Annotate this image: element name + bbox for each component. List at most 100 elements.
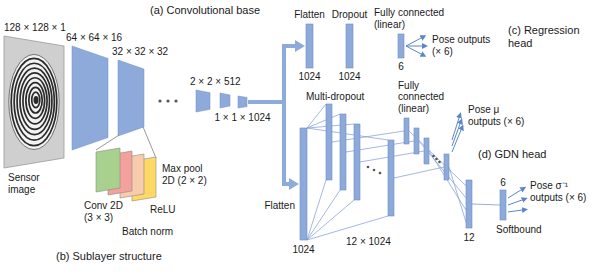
- layer-bar-face: [444, 154, 449, 180]
- layer-name: Flatten: [264, 200, 295, 212]
- layer-bar: 12: [466, 180, 472, 228]
- sensor-ring: [26, 83, 45, 119]
- feature-map-face: [72, 46, 108, 150]
- layer-bar-face: [388, 140, 394, 216]
- fork-arrow: [248, 46, 295, 102]
- layer-bar-outline: [466, 180, 472, 228]
- feature-map: 32 × 32 × 32: [118, 60, 144, 136]
- layer-bar-outline: [300, 128, 307, 240]
- panel-caption: (a) Convolutional base: [150, 4, 260, 17]
- layer-bar-face: [326, 104, 332, 180]
- sensor-image-outline: [4, 36, 64, 168]
- sublayer-label: ReLU: [150, 204, 176, 216]
- dropout-stack: Multi-dropout12 × 1024: [326, 104, 396, 216]
- output-label: Pose μ outputs (× 6): [468, 104, 534, 127]
- feature-map-outline: [72, 46, 108, 150]
- output-arrow: [406, 46, 422, 47]
- output-arrow: [406, 38, 421, 46]
- layer-bar: Softbound6: [500, 190, 506, 220]
- layer-bar-face: [414, 128, 419, 154]
- ellipsis-dot: [158, 99, 161, 102]
- ellipsis-dot: [432, 155, 435, 158]
- layer-bar: Dropout1024: [346, 24, 353, 68]
- sublayer-slice: Conv 2D (3 × 3): [96, 148, 120, 192]
- panel-caption: (c) Regression head: [508, 24, 588, 49]
- size-label: 1024: [338, 71, 360, 83]
- connection-lines: [307, 104, 388, 240]
- layer-bar-outline: [306, 24, 313, 68]
- feature-map-face: [196, 90, 210, 112]
- layer-bar: Flatten1024: [300, 128, 307, 240]
- dense-stack-outline: [404, 118, 454, 180]
- layer-bar-outline: [398, 34, 404, 58]
- dense-stack: Fully connected (linear): [404, 118, 454, 180]
- layer-name: Fully connected (linear): [374, 7, 454, 30]
- layer-bar-face: [404, 118, 409, 144]
- size-label: 1024: [298, 71, 320, 83]
- image-caption: Sensor image: [8, 172, 52, 195]
- layer-bar: Fully connected (linear)6: [398, 34, 404, 58]
- output-arrow: [508, 210, 522, 212]
- sublayer-label: Max pool 2D (2 × 2): [162, 163, 216, 186]
- sublayer-slice-outline: [96, 148, 120, 192]
- ellipsis-dot: [373, 169, 376, 172]
- output-label: Pose outputs (× 6): [432, 34, 498, 57]
- layer-bar-face: [300, 128, 307, 240]
- sensor-ring: [11, 58, 57, 145]
- dropout-stack-outline: [326, 104, 396, 216]
- dimension-label: 64 × 64 × 16: [66, 32, 122, 44]
- ellipsis-dot: [367, 166, 370, 169]
- feature-map: [220, 93, 230, 108]
- layer-name: Flatten: [294, 9, 325, 21]
- layer-bar-face: [346, 24, 353, 68]
- layer-bar-face: [500, 190, 506, 220]
- dimension-label: 128 × 128 × 1: [4, 22, 66, 34]
- sublayer-face: [108, 151, 132, 195]
- sensor-ring: [23, 78, 47, 124]
- output-arrow: [508, 190, 521, 198]
- feature-map-face: [118, 60, 144, 136]
- layer-bar-outline: [500, 190, 506, 220]
- layer-bar-face: [398, 34, 404, 58]
- sensor-centre: [34, 96, 39, 104]
- dimension-label: 32 × 32 × 32: [112, 46, 168, 58]
- sublayer-face: [120, 154, 144, 198]
- feature-map-outline: [196, 90, 210, 112]
- layer-name: Multi-dropout: [306, 91, 364, 103]
- sensor-ring: [17, 68, 52, 135]
- layer-bar-face: [466, 180, 472, 228]
- sensor-ring: [32, 92, 40, 107]
- feature-map-outline: [118, 60, 144, 136]
- layer-bar-face: [340, 114, 346, 190]
- layer-bar-outline: [346, 24, 353, 68]
- layer-bar-face: [354, 124, 360, 200]
- sensor-ring: [14, 63, 54, 140]
- panel-caption: (b) Sublayer structure: [56, 250, 162, 263]
- sensor-frame: [4, 36, 64, 168]
- sublayer-face: [132, 157, 156, 201]
- feature-map: 64 × 64 × 16: [72, 46, 108, 150]
- panel-caption: (d) GDN head: [478, 148, 546, 161]
- layer-name: Softbound: [496, 224, 542, 236]
- size-label: 1024: [292, 244, 314, 256]
- ellipsis-dot: [438, 161, 441, 164]
- sublayer-label: Batch norm: [122, 226, 173, 238]
- ellipsis-dot: [166, 99, 169, 102]
- size-label: 12: [463, 232, 474, 244]
- sensor-ring: [29, 87, 42, 113]
- layer-bar-face: [424, 138, 429, 164]
- size-label: 6: [500, 177, 506, 189]
- layer-bar: Flatten1024: [306, 24, 313, 68]
- zoom-line: [143, 127, 156, 158]
- connection-line: [472, 204, 500, 205]
- output-arrow: [406, 46, 421, 54]
- output-arrow: [452, 130, 461, 152]
- sensor-face: [9, 54, 59, 149]
- layer-name: Dropout: [332, 9, 368, 21]
- output-arrow: [508, 200, 522, 205]
- layer-bar-face: [306, 24, 313, 68]
- sublayer-face: [96, 148, 120, 192]
- output-label: Pose σ⁻¹ outputs (× 6): [530, 180, 594, 203]
